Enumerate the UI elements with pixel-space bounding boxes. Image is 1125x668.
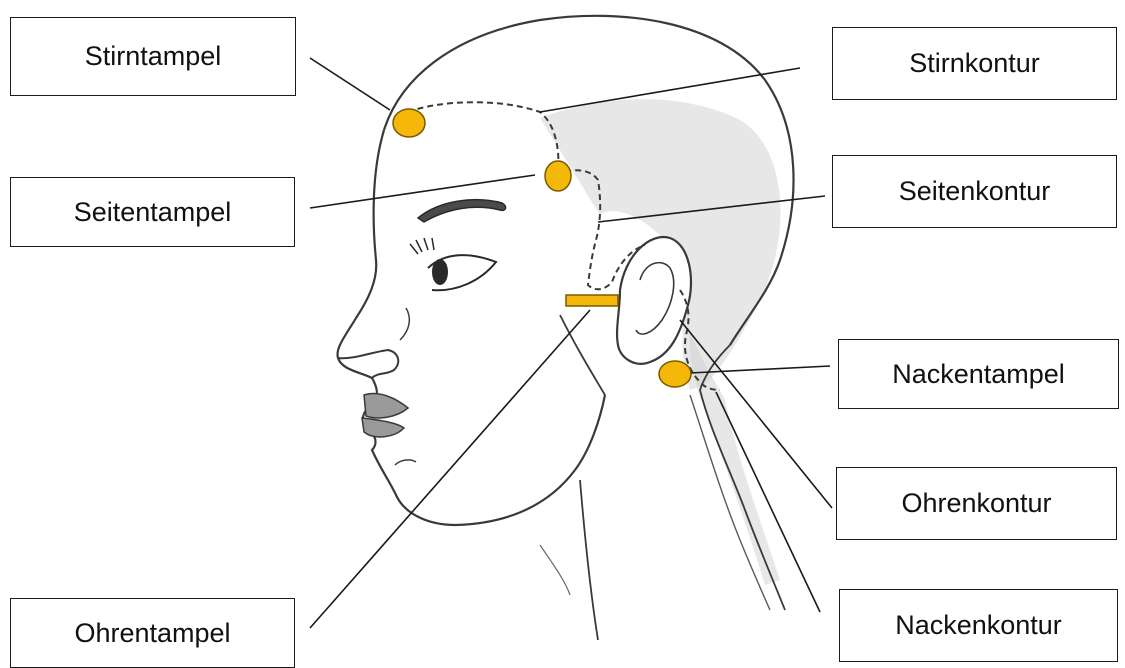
leader-line-ohrenkontur	[680, 320, 832, 508]
face-lower-outline	[363, 378, 605, 525]
marker-ohrentampel	[566, 295, 618, 306]
neck-shading	[690, 330, 780, 585]
marker-seitentampel	[545, 161, 571, 191]
eyebrow	[418, 200, 506, 222]
label-ohrenkontur: Ohrenkontur	[836, 467, 1117, 540]
jaw-line	[560, 315, 605, 395]
neck-line	[540, 545, 570, 595]
nose-outline	[338, 350, 398, 378]
eyelashes	[410, 238, 434, 254]
cheek-line	[400, 308, 409, 340]
label-nackenkontur: Nackenkontur	[839, 589, 1118, 662]
forehead-outline	[337, 130, 384, 378]
label-ohrentampel: Ohrentampel	[10, 598, 295, 668]
lips	[362, 393, 408, 436]
label-nackentampel: Nackentampel	[838, 339, 1119, 409]
label-seitentampel: Seitentampel	[10, 177, 295, 247]
label-stirntampel: Stirntampel	[10, 17, 296, 96]
label-stirnkontur: Stirnkontur	[832, 27, 1117, 100]
marker-nackentampel	[659, 361, 691, 387]
ear-outline	[617, 237, 691, 364]
neck-front-outline	[580, 480, 598, 640]
label-seitenkontur: Seitenkontur	[832, 155, 1117, 228]
chin-detail	[395, 460, 416, 465]
marker-stirntampel	[393, 109, 425, 137]
eye-iris	[432, 259, 448, 285]
leader-line-stirntampel	[310, 58, 390, 110]
